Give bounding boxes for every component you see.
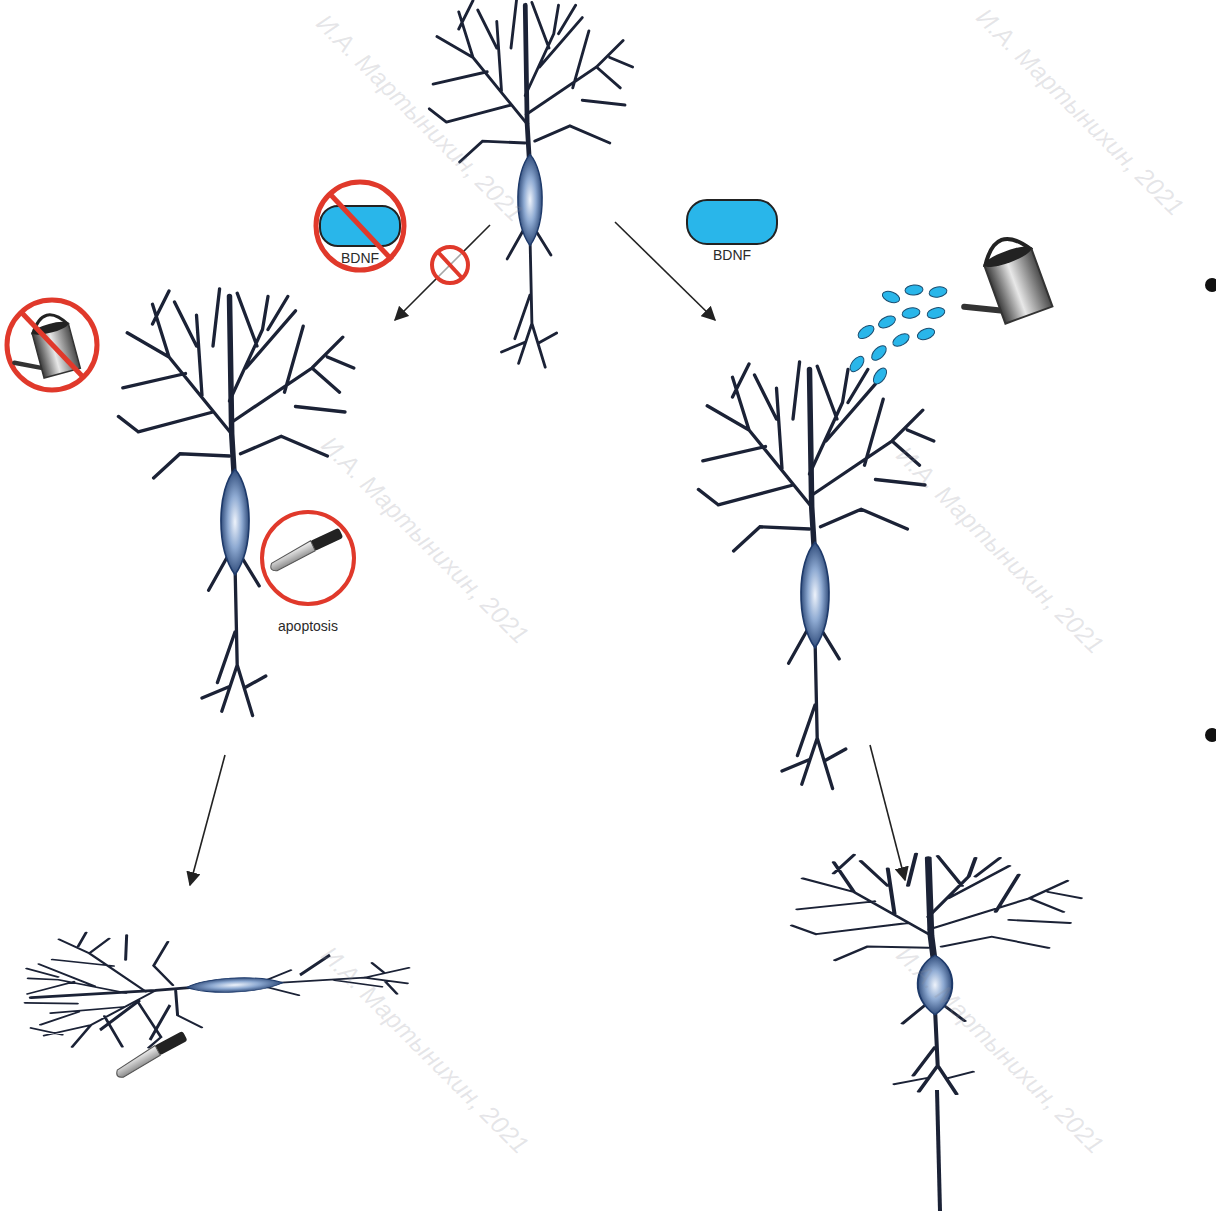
bdnf-drops xyxy=(847,284,947,386)
broken-dendrites xyxy=(100,955,330,1040)
bdnf-drops-part xyxy=(871,366,890,386)
watermark: И.А. Мартынихин, 2021 xyxy=(315,940,534,1159)
apoptosis-marker: apoptosis xyxy=(255,508,361,640)
bdnf-drops-part xyxy=(916,326,936,342)
bdnf-drops-part xyxy=(881,289,901,305)
flow-arrow xyxy=(870,745,905,880)
watermark: И.А. Мартынихин, 2021 xyxy=(890,440,1109,659)
blocked-symbol-part xyxy=(438,252,462,278)
knife-symbol xyxy=(268,528,345,573)
node-label: apoptosis xyxy=(255,618,361,634)
apoptosis-circle xyxy=(262,512,354,604)
bullet-mark xyxy=(1205,278,1216,292)
blocked-symbol-part xyxy=(432,247,468,283)
bdnf-drops-part xyxy=(869,343,889,363)
flow-arrow xyxy=(190,755,225,885)
no-watering-symbol-part xyxy=(5,310,81,384)
node-label: BDNF xyxy=(312,250,408,266)
bdnf-drops-part xyxy=(901,307,920,320)
bdnf-drops-part xyxy=(847,354,866,374)
neuron-supplied xyxy=(698,362,933,789)
neuron-deprived xyxy=(118,289,353,716)
knife-symbol xyxy=(113,1031,188,1079)
node-label: BDNF xyxy=(682,247,782,263)
factor-marker: BDNF xyxy=(312,178,408,274)
bdnf-drops-part xyxy=(877,314,898,331)
factor-marker: BDNF xyxy=(682,196,782,268)
bdnf-drops-part xyxy=(856,323,876,342)
neuron-healthy xyxy=(429,0,632,367)
bdnf-drops-part xyxy=(926,306,946,320)
axon-line xyxy=(937,1090,940,1211)
bdnf-drops-part xyxy=(905,284,924,296)
blocked-symbol xyxy=(432,247,468,283)
watermark: И.А. Мартынихин, 2021 xyxy=(970,2,1189,221)
bdnf-drops-part xyxy=(891,331,912,349)
no-watering-symbol-part xyxy=(22,313,84,378)
no-watering-symbol xyxy=(5,300,97,390)
bdnf-drops-part xyxy=(928,286,947,299)
watermark: И.А. Мартынихин, 2021 xyxy=(890,940,1109,1159)
bdnf-pill xyxy=(687,200,777,244)
bullet-mark xyxy=(1205,728,1216,742)
flow-arrow xyxy=(395,225,490,320)
watering-can xyxy=(947,231,1052,335)
